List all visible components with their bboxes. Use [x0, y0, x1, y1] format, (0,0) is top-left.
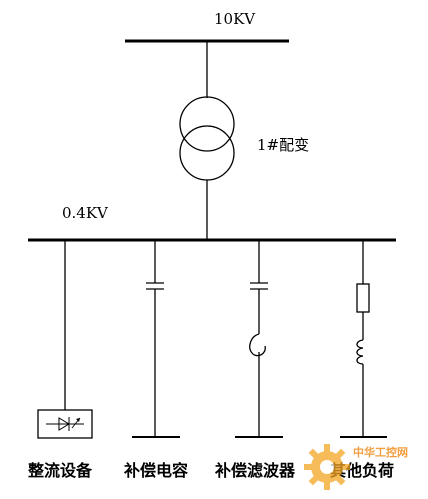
feeder-other-loads [340, 240, 387, 438]
lv-bus-label: 0.4KV [62, 204, 108, 222]
inductor-icon [249, 333, 266, 357]
feeder-rectifier [37, 240, 93, 439]
resistor-icon [356, 283, 370, 313]
transformer-label: 1#配变 [257, 136, 310, 154]
watermark-text: 中华工控网 [353, 446, 408, 459]
inductor-icon [356, 339, 364, 365]
transformer-icon [179, 96, 235, 181]
hv-bus-label: 10KV [214, 10, 256, 28]
feeder-label-rectifier: 整流设备 [28, 461, 93, 480]
feeder-label-capacitor: 补偿电容 [124, 461, 189, 480]
rectifier-icon [37, 409, 93, 439]
feeder-filter [235, 240, 283, 438]
gear-icon [304, 444, 350, 490]
capacitor-icon [146, 282, 164, 290]
capacitor-icon [250, 282, 268, 290]
feeder-capacitor [132, 240, 180, 438]
feeder-label-filter: 补偿滤波器 [215, 461, 296, 480]
